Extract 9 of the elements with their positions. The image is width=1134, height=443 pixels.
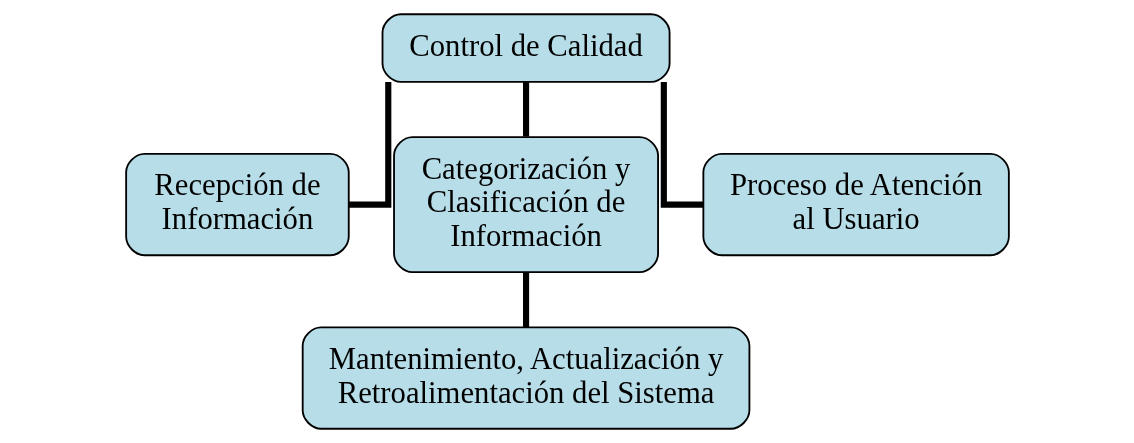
node-box: Categorización y Clasificación de Información (392, 136, 659, 274)
connector (348, 82, 391, 208)
node-box: Proceso de Atención al Usuario (701, 153, 1010, 257)
node-box: Mantenimiento, Actualización y Retroalimentación del Sistema (301, 326, 750, 430)
connector (660, 82, 703, 208)
connector (522, 82, 529, 137)
connector (522, 272, 529, 328)
node-box: Recepción de Información (124, 153, 350, 257)
node-box: Control de Calidad (381, 13, 670, 83)
